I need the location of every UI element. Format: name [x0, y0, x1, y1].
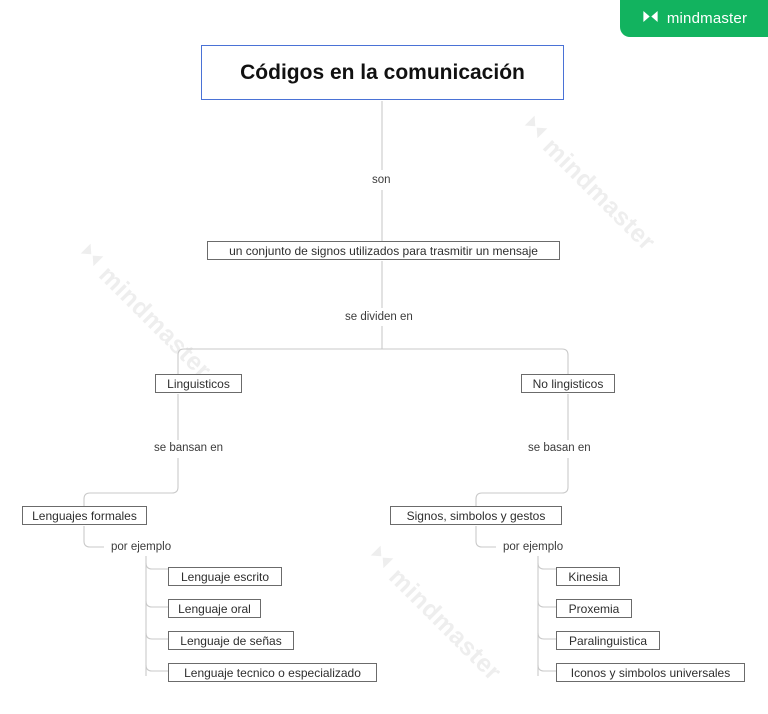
brand-label: mindmaster: [666, 10, 748, 27]
watermark-label: mindmaster: [537, 132, 661, 257]
watermark: mindmaster: [70, 238, 218, 386]
node-branch-no-lingisticos[interactable]: No lingisticos: [521, 374, 615, 393]
bowtie-logo-icon: [360, 540, 399, 579]
list-item[interactable]: Lenguaje escrito: [168, 567, 282, 586]
list-item[interactable]: Lenguaje tecnico o especializado: [168, 663, 377, 682]
watermark: mindmaster: [360, 540, 508, 688]
list-item[interactable]: Iconos y simbolos universales: [556, 663, 745, 682]
bowtie-logo-icon: [514, 110, 553, 149]
link-label-se-dividen-en: se dividen en: [341, 310, 417, 324]
link-label-se-bansan-en: se bansan en: [150, 441, 228, 455]
list-item[interactable]: Paralinguistica: [556, 631, 660, 650]
mindmaster-brand-badge[interactable]: mindmaster: [620, 0, 768, 37]
watermark-label: mindmaster: [383, 562, 507, 687]
link-label-son: son: [368, 173, 395, 187]
list-item[interactable]: Lenguaje de señas: [168, 631, 294, 650]
node-root[interactable]: Códigos en la comunicación: [201, 45, 564, 100]
watermark-label: mindmaster: [93, 260, 217, 385]
link-label-por-ejemplo-right: por ejemplo: [499, 540, 568, 554]
list-item[interactable]: Kinesia: [556, 567, 620, 586]
bowtie-logo-icon: [70, 238, 109, 277]
node-lenguajes-formales[interactable]: Lenguajes formales: [22, 506, 147, 525]
list-item[interactable]: Proxemia: [556, 599, 632, 618]
link-label-se-basan-en: se basan en: [524, 441, 595, 455]
link-label-por-ejemplo-left: por ejemplo: [107, 540, 176, 554]
list-item[interactable]: Lenguaje oral: [168, 599, 261, 618]
node-signos-simbolos-gestos[interactable]: Signos, simbolos y gestos: [390, 506, 562, 525]
node-definition[interactable]: un conjunto de signos utilizados para tr…: [207, 241, 560, 260]
node-branch-linguisticos[interactable]: Linguisticos: [155, 374, 242, 393]
bowtie-logo-icon: [641, 7, 660, 30]
watermark: mindmaster: [514, 110, 662, 258]
